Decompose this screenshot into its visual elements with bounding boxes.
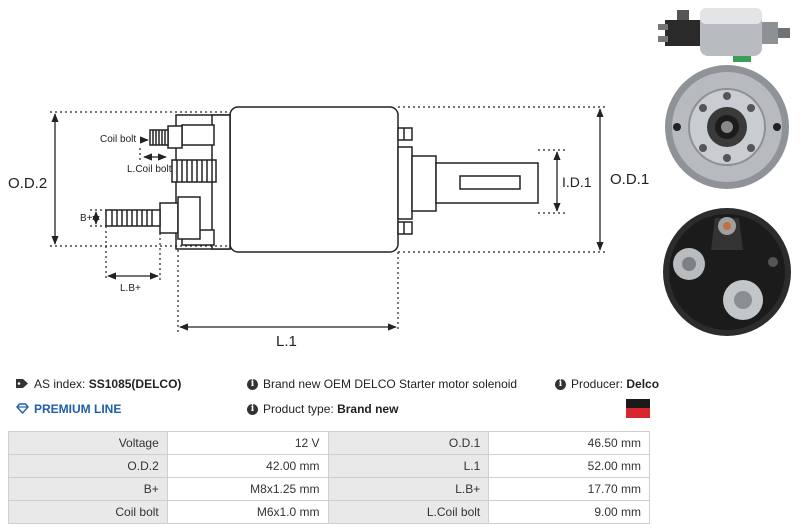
photo-terminal-end: [663, 208, 791, 336]
spec-value: 52.00 mm: [488, 454, 650, 478]
as-index-value: SS1085(DELCO): [88, 377, 182, 391]
producer-label: Producer:: [571, 377, 624, 391]
spec-label: B+: [8, 477, 168, 501]
spec-label: L.B+: [327, 477, 490, 501]
spec-label: O.D.2: [8, 454, 168, 478]
product-type-label: Product type:: [263, 402, 334, 416]
table-row: B+ M8x1.25 mm L.B+ 17.70 mm: [8, 477, 650, 501]
premium-line: PREMIUM LINE: [16, 402, 121, 417]
spec-label: Coil bolt: [8, 500, 168, 524]
spec-value: M6x1.0 mm: [166, 500, 329, 524]
tag-icon: [16, 378, 29, 392]
description: i Brand new OEM DELCO Starter motor solen…: [247, 377, 517, 391]
info-icon: i: [555, 379, 566, 391]
solenoid-body: [229, 106, 399, 253]
od2-label: O.D.2: [8, 175, 47, 192]
od1-label: O.D.1: [610, 171, 649, 188]
spec-value: M8x1.25 mm: [166, 477, 329, 501]
coil-bolt-label: Coil bolt: [100, 134, 136, 145]
description-text: Brand new OEM DELCO Starter motor soleno…: [263, 377, 518, 391]
spec-label: O.D.1: [327, 431, 490, 455]
table-row: Coil bolt M6x1.0 mm L.Coil bolt 9.00 mm: [8, 500, 650, 524]
table-row: Voltage 12 V O.D.1 46.50 mm: [8, 431, 650, 455]
spec-value: 17.70 mm: [488, 477, 650, 501]
producer-brand-logo: [626, 399, 650, 418]
info-icon: i: [247, 379, 258, 391]
l1-label: L.1: [276, 333, 297, 350]
lb-label: L.B+: [120, 283, 141, 294]
specs-table: Voltage 12 V O.D.1 46.50 mm O.D.2 42.00 …: [8, 431, 650, 524]
spec-value: 42.00 mm: [166, 454, 329, 478]
id1-label: I.D.1: [562, 174, 592, 190]
product-photos: [658, 8, 791, 336]
table-row: O.D.2 42.00 mm L.1 52.00 mm: [8, 454, 650, 478]
spec-label: L.Coil bolt: [327, 500, 490, 524]
spec-value: 46.50 mm: [488, 431, 650, 455]
premium-line-label: PREMIUM LINE: [34, 402, 122, 416]
plunger-slot: [459, 175, 521, 190]
l-coil-bolt-label: L.Coil bolt: [127, 164, 172, 175]
producer-value: Delco: [626, 377, 660, 391]
product-type: i Product type: Brand new: [247, 402, 398, 416]
product-type-value: Brand new: [337, 402, 399, 416]
spec-value: 12 V: [166, 431, 329, 455]
technical-drawing: O.D.2 O.D.1 I.D.1 L.1 L.B+ B+ Coil bolt …: [8, 106, 649, 350]
as-index: AS index: SS1085(DELCO): [16, 377, 181, 392]
front-collar: [397, 146, 413, 220]
as-index-label: AS index:: [34, 377, 86, 391]
producer: i Producer: Delco: [555, 377, 659, 391]
diamond-icon: [16, 403, 29, 417]
spec-label: Voltage: [8, 431, 168, 455]
info-icon: i: [247, 404, 258, 416]
bplus-label: B+: [80, 213, 93, 224]
photo-side-view: [658, 8, 790, 62]
spec-value: 9.00 mm: [488, 500, 650, 524]
spec-label: L.1: [327, 454, 490, 478]
coil-nut: [171, 159, 217, 183]
coil-bolt-terminal: [149, 125, 183, 149]
photo-front-face: [665, 65, 789, 189]
bplus-terminal: [105, 196, 201, 240]
